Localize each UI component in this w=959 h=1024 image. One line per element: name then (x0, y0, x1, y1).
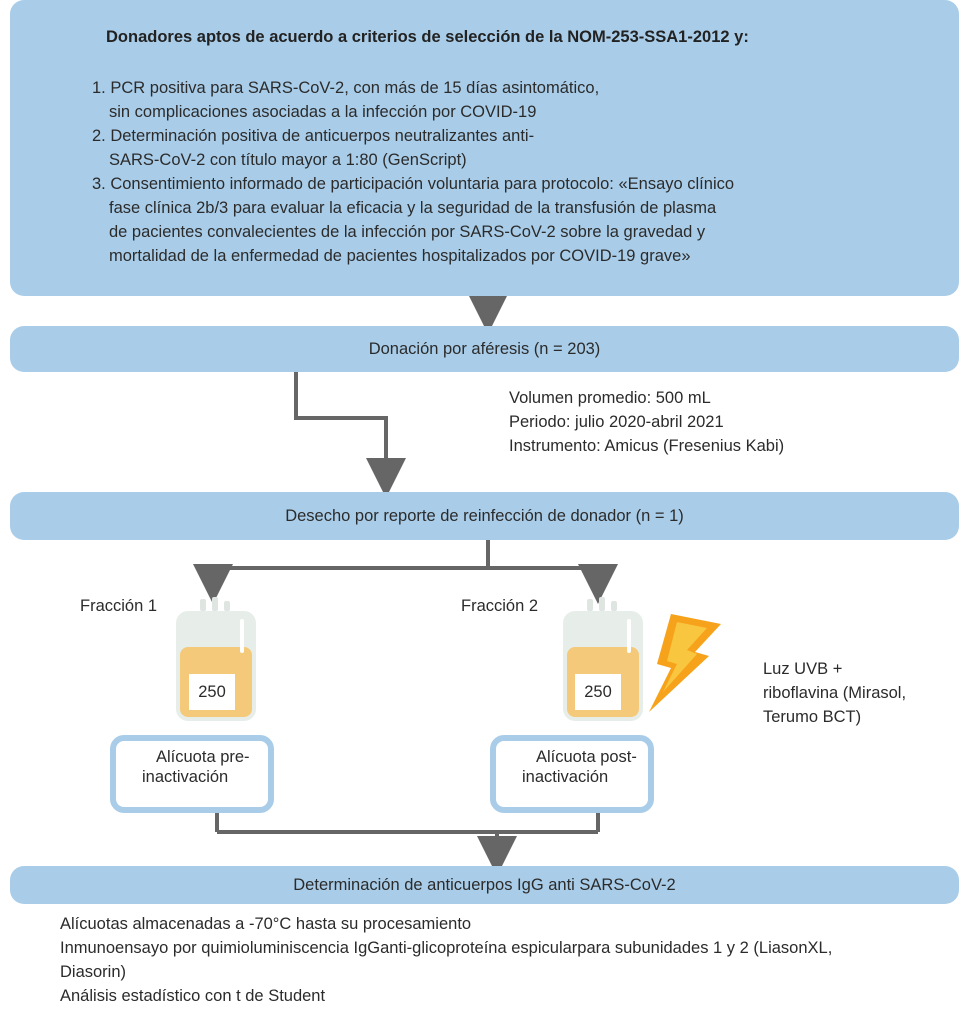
aliquot-post-box: Alícuota post- inactivación (490, 735, 654, 813)
uv-line: Terumo BCT) (763, 708, 862, 726)
volume-text: 250 (198, 682, 226, 701)
donation-note: Periodo: julio 2020-abril 2021 (509, 413, 724, 431)
fraction-1-volume: 250 (189, 674, 235, 710)
arrow-donation-to-discard (294, 372, 406, 498)
arrow-discard-to-fraction1 (193, 564, 488, 604)
criteria-line: 2. Determinación positiva de anticuerpos… (92, 127, 535, 145)
donation-box: Donación por aféresis (n = 203) (10, 326, 959, 372)
donation-notes: Volumen promedio: 500 mL Periodo: julio … (509, 386, 784, 458)
donor-criteria-title: Donadores aptos de acuerdo a criterios d… (106, 28, 749, 46)
footer-note: Alícuotas almacenadas a -70°C hasta su p… (60, 915, 472, 933)
aliquot-pre-label: Alícuota pre- inactivación (142, 747, 250, 787)
donation-label: Donación por aféresis (n = 203) (368, 339, 601, 358)
footer-note: Inmunoensayo por quimioluminiscencia IgG… (60, 939, 833, 957)
uv-treatment-note: Luz UVB + riboflavina (Mirasol, Terumo B… (763, 657, 906, 729)
footer-note: Diasorin) (60, 963, 127, 981)
footer-note: Análisis estadístico con t de Student (60, 987, 326, 1005)
criteria-line: fase clínica 2b/3 para evaluar la eficac… (109, 199, 717, 217)
lightning-bolt-icon (649, 614, 721, 712)
fraction-1-label: Fracción 1 (80, 597, 158, 615)
aliquot-line: inactivación (522, 768, 609, 786)
aliquot-post-label: Alícuota post- inactivación (522, 747, 637, 787)
donor-criteria-box (10, 0, 959, 296)
donation-note: Instrumento: Amicus (Fresenius Kabi) (509, 437, 785, 455)
fraction-2-volume: 250 (575, 674, 621, 710)
footer-notes: Alícuotas almacenadas a -70°C hasta su p… (60, 912, 950, 1008)
criteria-line: 3. Consentimiento informado de participa… (92, 175, 735, 193)
criteria-line: SARS-CoV-2 con título mayor a 1:80 (GenS… (109, 151, 467, 169)
criteria-line: 1. PCR positiva para SARS-CoV-2, con más… (92, 79, 600, 97)
volume-text: 250 (584, 682, 612, 701)
arrow-discard-to-fraction2 (488, 564, 618, 604)
final-determination-label: Determinación de anticuerpos IgG anti SA… (293, 875, 676, 894)
fraction-2-label: Fracción 2 (461, 597, 539, 615)
final-determination-box: Determinación de anticuerpos IgG anti SA… (10, 866, 959, 904)
aliquot-line: Alícuota pre- (156, 748, 250, 766)
criteria-line: de pacientes convalecientes de la infecc… (109, 223, 706, 241)
criteria-line: sin complicaciones asociadas a la infecc… (109, 103, 537, 121)
aliquot-line: inactivación (142, 768, 229, 786)
criteria-line: mortalidad de la enfermedad de pacientes… (109, 247, 691, 265)
uv-line: Luz UVB + (763, 660, 843, 678)
aliquot-line: Alícuota post- (536, 748, 637, 766)
discard-label: Desecho por reporte de reinfección de do… (285, 506, 684, 525)
criteria-list: 1. PCR positiva para SARS-CoV-2, con más… (92, 76, 922, 268)
uv-line: riboflavina (Mirasol, (763, 684, 907, 702)
discard-box: Desecho por reporte de reinfección de do… (10, 492, 959, 540)
aliquot-pre-box: Alícuota pre- inactivación (110, 735, 274, 813)
donation-note: Volumen promedio: 500 mL (509, 389, 711, 407)
